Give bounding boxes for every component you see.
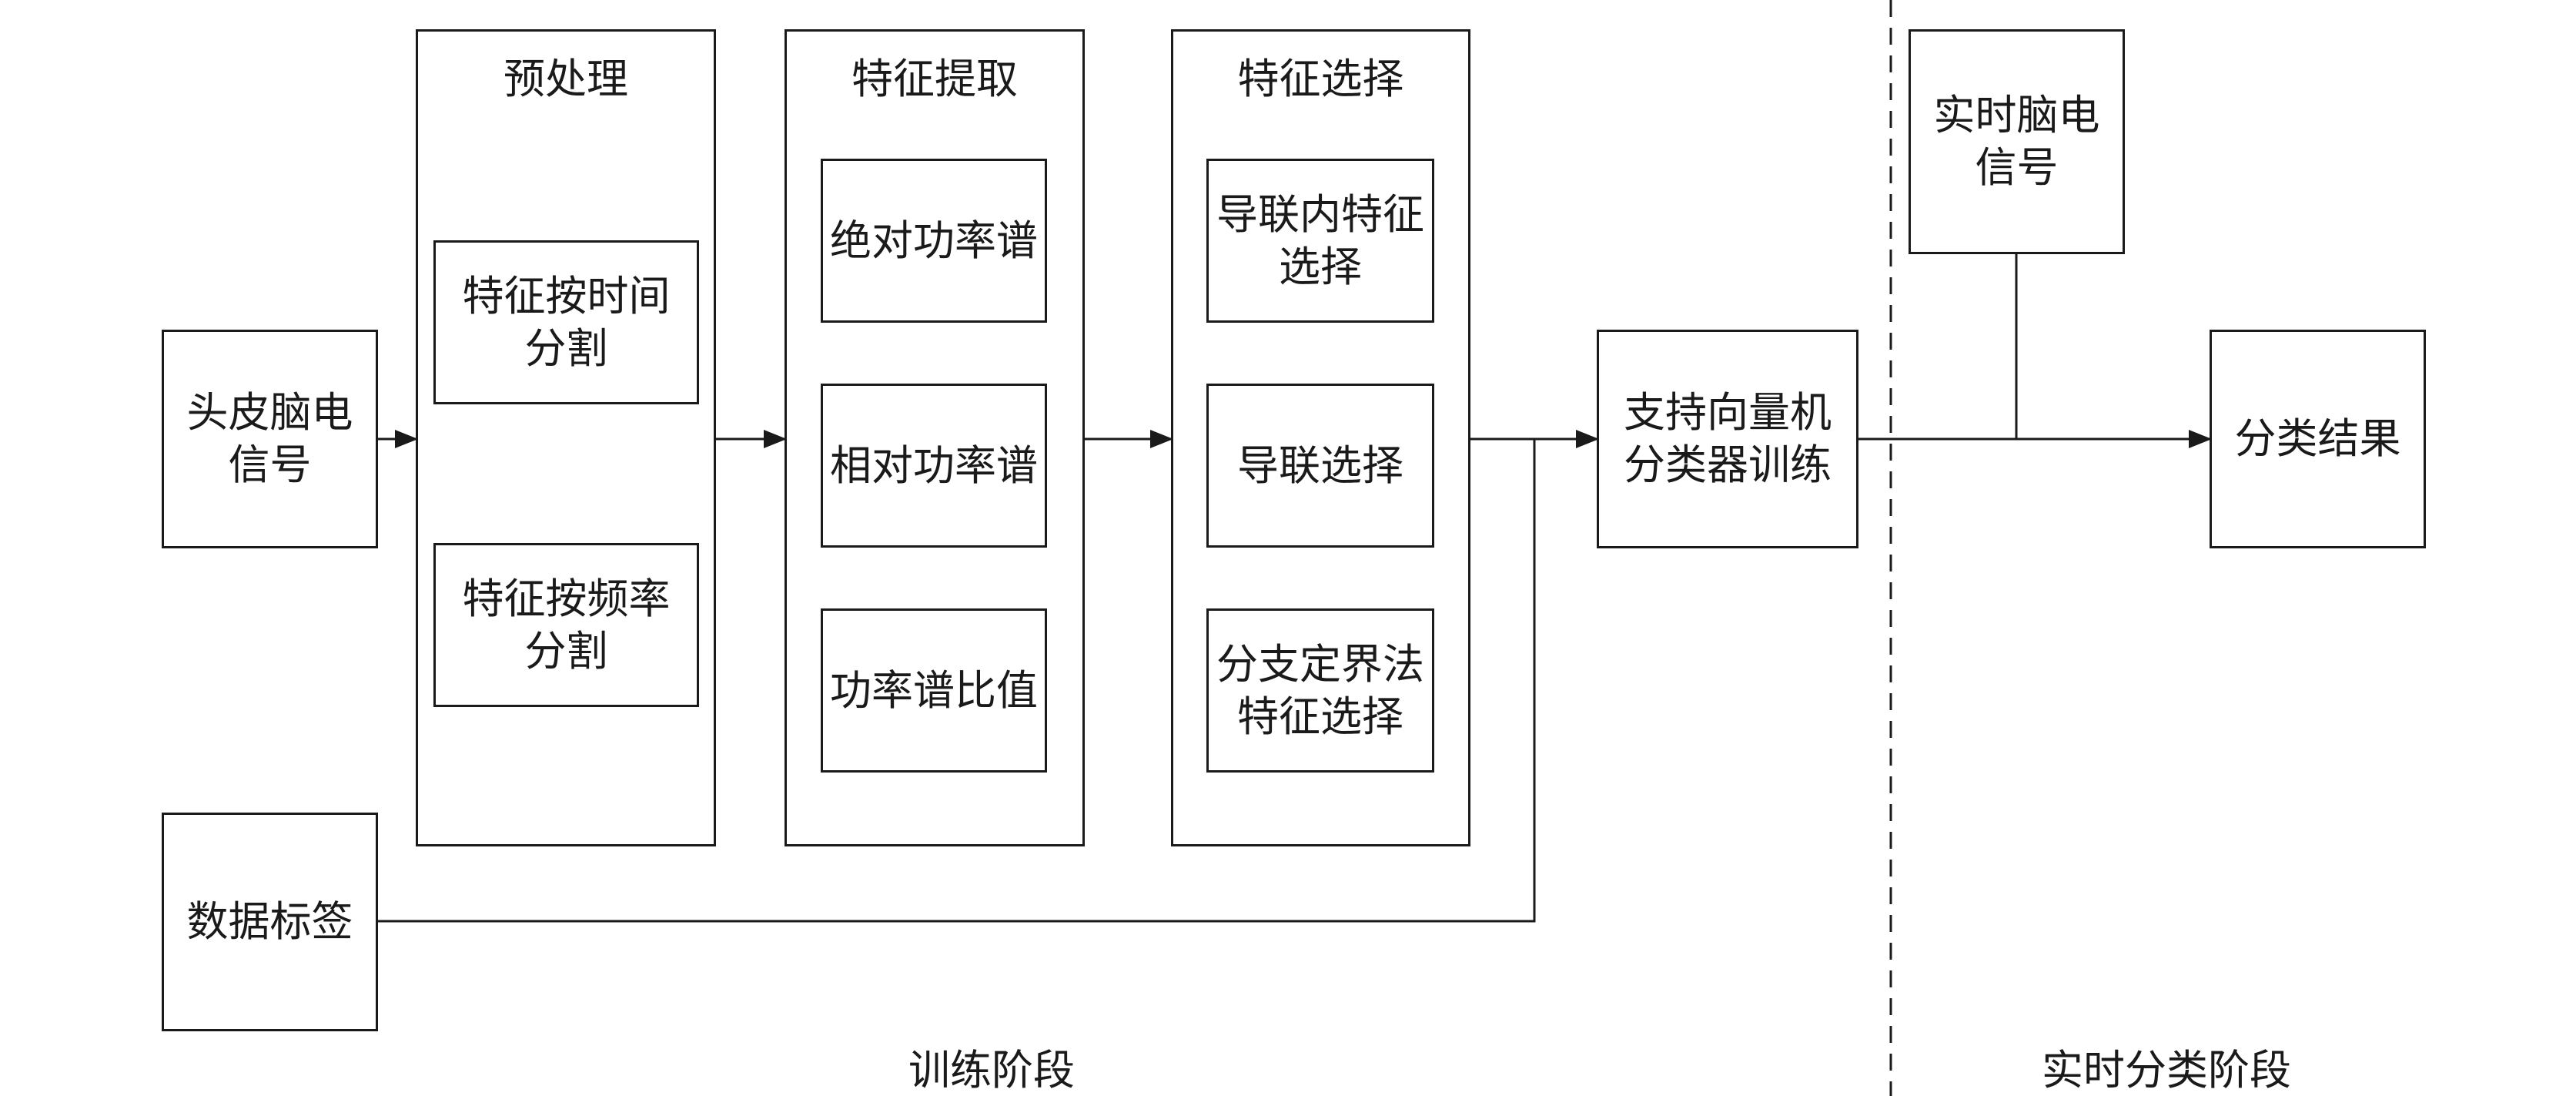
split-by-frequency-box: 特征按频率 分割 xyxy=(433,543,699,707)
split-by-time-box: 特征按时间 分割 xyxy=(433,240,699,404)
feature-extraction-group: 特征提取 xyxy=(785,29,1085,846)
realtime-eeg-signal-box: 实时脑电 信号 xyxy=(1909,29,2125,254)
realtime-eeg-signal-label: 实时脑电 信号 xyxy=(1933,91,2100,192)
intra-lead-selection-box: 导联内特征 选择 xyxy=(1206,159,1434,323)
preprocessing-group: 预处理 xyxy=(416,29,716,846)
scalp-eeg-signal-label: 头皮脑电 信号 xyxy=(186,388,353,489)
absolute-power-spectrum-label: 绝对功率谱 xyxy=(830,216,1038,265)
training-stage-caption: 训练阶段 xyxy=(908,1046,1075,1094)
classification-result-box: 分类结果 xyxy=(2210,330,2426,548)
branch-and-bound-selection-box: 分支定界法 特征选择 xyxy=(1206,608,1434,773)
power-spectrum-ratio-box: 功率谱比值 xyxy=(821,608,1047,773)
data-label-label: 数据标签 xyxy=(186,897,353,946)
split-by-time-label: 特征按时间 分割 xyxy=(462,271,671,373)
lead-selection-label: 导联选择 xyxy=(1237,441,1403,490)
feature-extraction-title: 特征提取 xyxy=(851,55,1018,103)
intra-lead-selection-label: 导联内特征 选择 xyxy=(1216,189,1424,291)
power-spectrum-ratio-label: 功率谱比值 xyxy=(830,665,1038,715)
svm-training-label: 支持向量机 分类器训练 xyxy=(1624,388,1832,489)
preprocessing-title: 预处理 xyxy=(503,55,628,103)
lead-selection-box: 导联选择 xyxy=(1206,384,1434,548)
relative-power-spectrum-box: 相对功率谱 xyxy=(821,384,1047,548)
scalp-eeg-signal-box: 头皮脑电 信号 xyxy=(162,330,378,548)
feature-selection-title: 特征选择 xyxy=(1237,55,1404,103)
split-by-frequency-label: 特征按频率 分割 xyxy=(462,574,671,675)
classification-result-label: 分类结果 xyxy=(2234,414,2401,463)
line-data-label-to-svm xyxy=(378,439,1536,923)
feature-selection-group: 特征选择 xyxy=(1171,29,1470,846)
realtime-stage-caption: 实时分类阶段 xyxy=(2042,1046,2291,1094)
branch-and-bound-selection-label: 分支定界法 特征选择 xyxy=(1216,639,1424,741)
relative-power-spectrum-label: 相对功率谱 xyxy=(830,441,1038,490)
absolute-power-spectrum-box: 绝对功率谱 xyxy=(821,159,1047,323)
svm-training-box: 支持向量机 分类器训练 xyxy=(1597,330,1858,548)
data-label-box: 数据标签 xyxy=(162,813,378,1031)
